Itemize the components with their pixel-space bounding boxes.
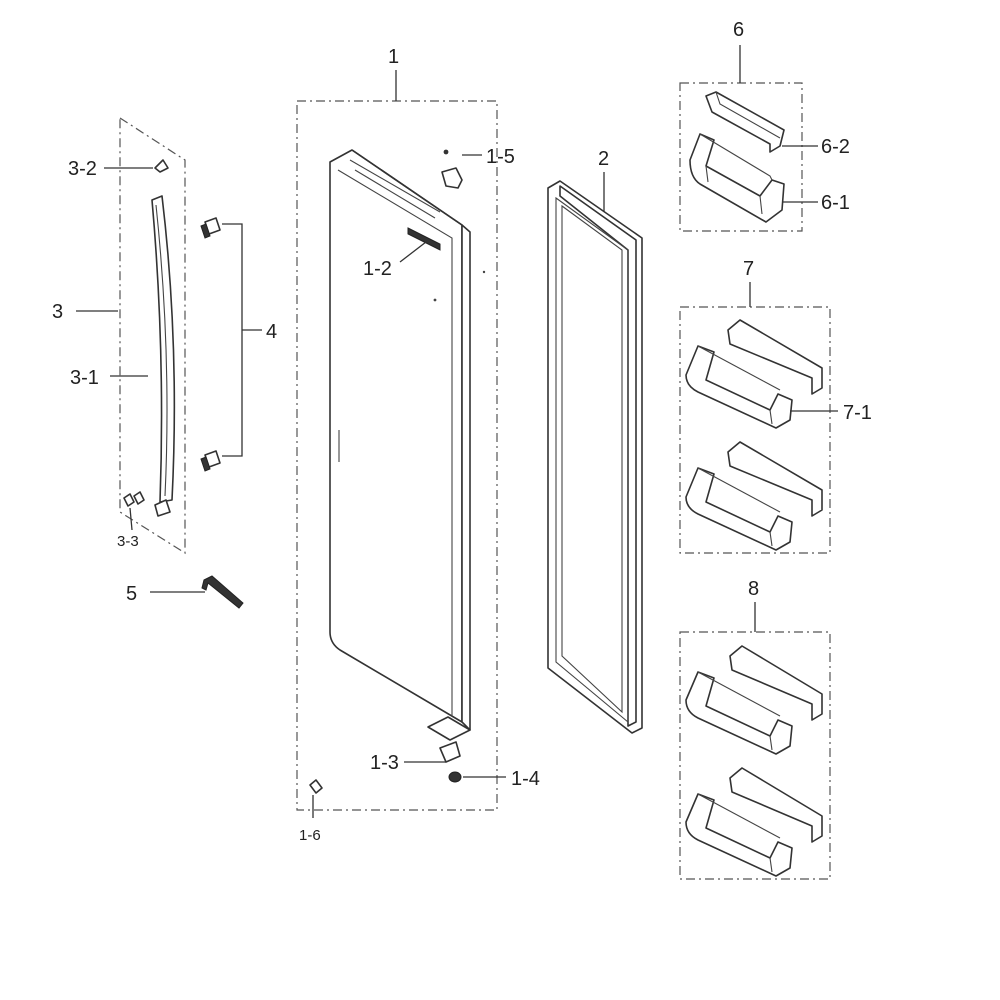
callout-6: 6 <box>733 19 744 41</box>
callout-3-2: 3-2 <box>68 158 97 180</box>
callout-1-5: 1-5 <box>486 146 515 168</box>
door-bin-icon <box>685 645 823 755</box>
hinge-icon <box>427 716 471 763</box>
callout-4: 4 <box>266 321 277 343</box>
door-bin-icon <box>685 767 823 877</box>
gasket-group <box>547 172 643 734</box>
door-bin-icon <box>705 91 785 153</box>
leader-1-2 <box>399 241 427 263</box>
handle-group <box>76 116 186 555</box>
hex-key-icon <box>201 575 244 609</box>
callout-1-6: 1-6 <box>299 827 321 844</box>
cap-icon <box>154 159 169 173</box>
door-bin-icon <box>689 133 785 223</box>
cap-icon <box>309 779 323 794</box>
callout-3-3: 3-3 <box>117 533 139 550</box>
door-panel-icon <box>329 149 486 731</box>
callout-3-1: 3-1 <box>70 367 99 389</box>
handle-group-frame <box>119 116 186 555</box>
door-bin-icon <box>685 319 823 429</box>
callout-7: 7 <box>743 258 754 280</box>
callout-6-1: 6-1 <box>821 192 850 214</box>
callout-6-2: 6-2 <box>821 136 850 158</box>
hinge-icon <box>441 149 463 189</box>
door-bin-icon <box>685 441 823 551</box>
hex-key-group <box>150 575 244 609</box>
bin-group-7-frame <box>679 306 831 554</box>
callout-1-3: 1-3 <box>370 752 399 774</box>
callout-labels: 1 1-2 1-3 1-4 1-5 1-6 2 3 3-1 3-2 3-3 4 … <box>52 19 872 844</box>
door-group <box>296 70 506 818</box>
bin-group-8 <box>679 602 831 880</box>
callout-1-4: 1-4 <box>511 768 540 790</box>
screw-icon <box>200 217 221 239</box>
bin-group-6-frame <box>679 82 803 232</box>
leader-3-3 <box>129 507 133 531</box>
callout-2: 2 <box>598 148 609 170</box>
screw-icon <box>200 450 221 472</box>
callout-8: 8 <box>748 578 759 600</box>
bin-group-8-frame <box>679 631 831 880</box>
leader-4 <box>222 223 243 457</box>
washer-icon <box>448 771 462 783</box>
screw-group <box>200 217 262 472</box>
bin-group-6 <box>679 45 818 232</box>
cap-icon <box>123 491 145 507</box>
callout-5: 5 <box>126 583 137 605</box>
bin-group-7 <box>679 282 838 554</box>
callout-1: 1 <box>388 46 399 68</box>
callout-1-2: 1-2 <box>363 258 392 280</box>
callout-3: 3 <box>52 301 63 323</box>
door-handle-icon <box>151 195 176 517</box>
door-gasket-icon <box>547 180 643 734</box>
door-group-frame <box>296 100 498 811</box>
callout-7-1: 7-1 <box>843 402 872 424</box>
